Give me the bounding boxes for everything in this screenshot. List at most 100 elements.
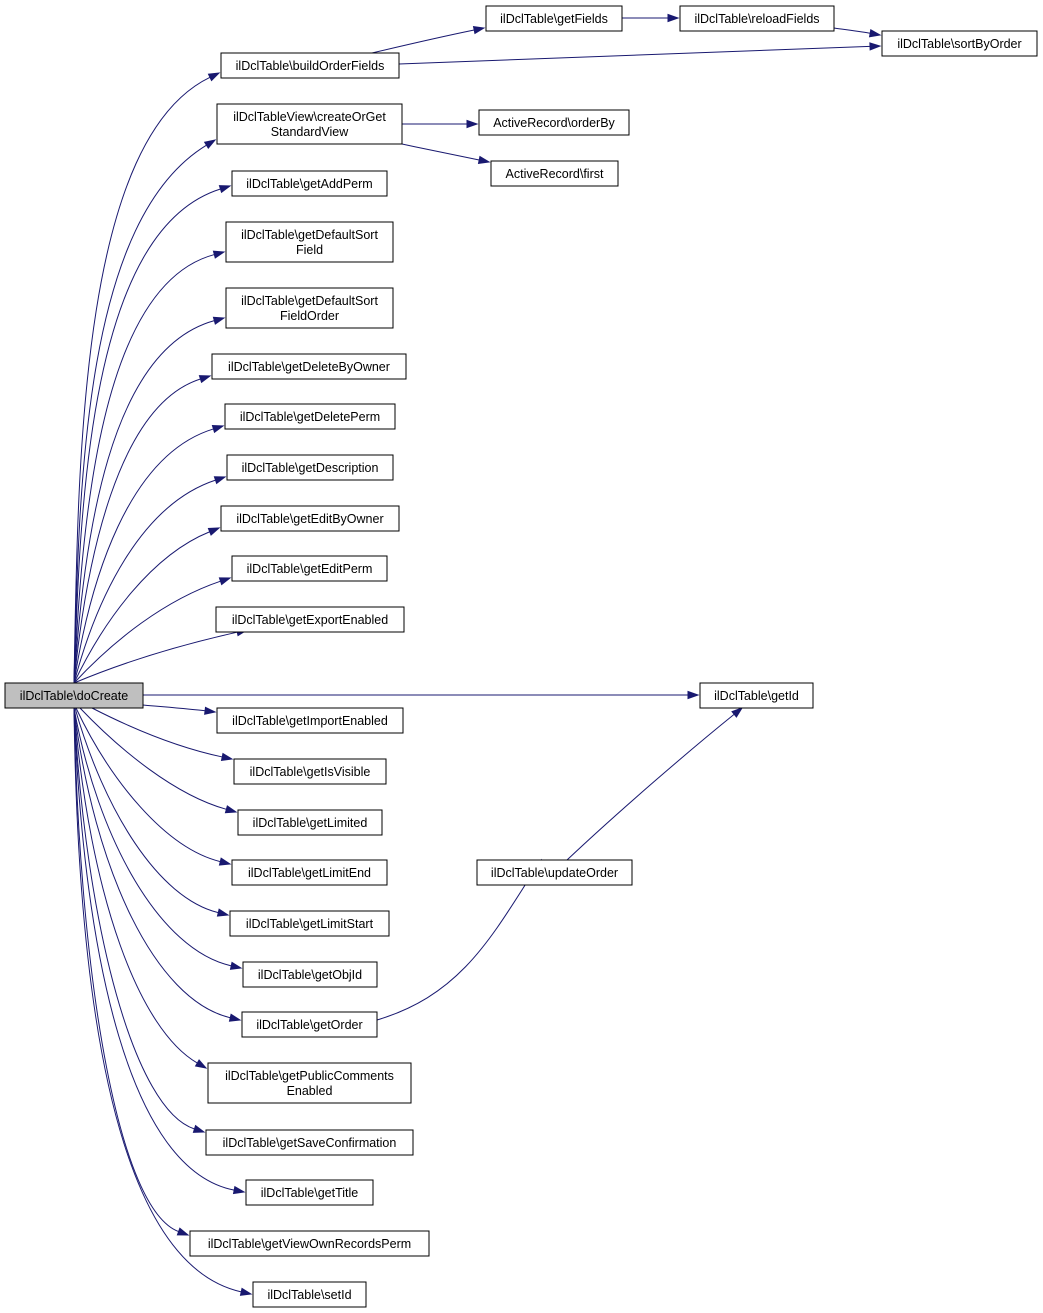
node-getExportEnabled[interactable]: ilDclTable\getExportEnabled bbox=[215, 606, 405, 633]
node-box bbox=[485, 5, 623, 32]
node-box bbox=[224, 403, 396, 430]
edge-doCreate-to-getOrder bbox=[73, 707, 242, 1022]
node-label: ilDclTable\getTitle bbox=[261, 1186, 359, 1200]
edge-line bbox=[73, 707, 195, 1130]
node-label: ilDclTable\setId bbox=[267, 1288, 351, 1302]
node-label: Enabled bbox=[287, 1084, 333, 1098]
node-box bbox=[490, 160, 619, 187]
node-getTitle[interactable]: ilDclTable\getTitle bbox=[245, 1179, 374, 1206]
node-box bbox=[216, 103, 403, 145]
edge-line bbox=[73, 580, 221, 684]
node-getDescription[interactable]: ilDclTable\getDescription bbox=[226, 454, 394, 481]
arrowhead bbox=[176, 1227, 190, 1236]
edge-line bbox=[73, 76, 211, 684]
node-getDeleteByOwner[interactable]: ilDclTable\getDeleteByOwner bbox=[211, 353, 407, 380]
node-label: ActiveRecord\first bbox=[506, 167, 604, 181]
node-first[interactable]: ActiveRecord\first bbox=[490, 160, 619, 187]
arrowhead bbox=[232, 1185, 246, 1195]
edge-doCreate-to-getDefaultSortFieldOrder bbox=[73, 316, 226, 684]
edge-line bbox=[401, 143, 480, 161]
node-orderBy[interactable]: ActiveRecord\orderBy bbox=[478, 109, 630, 136]
edge-line bbox=[73, 188, 221, 684]
edge-line bbox=[73, 428, 214, 684]
node-getLimitStart[interactable]: ilDclTable\getLimitStart bbox=[229, 910, 390, 937]
edge-doCreate-to-getSaveConfirmation bbox=[73, 707, 206, 1133]
nodes-layer: ilDclTable\doCreate ilDclTable\buildOrder… bbox=[4, 5, 1038, 1308]
node-getEditPerm[interactable]: ilDclTable\getEditPerm bbox=[231, 555, 388, 582]
edge-line bbox=[73, 531, 210, 684]
arrowhead bbox=[731, 707, 744, 718]
node-updateOrder[interactable]: ilDclTable\updateOrder bbox=[476, 859, 633, 886]
node-getId[interactable]: ilDclTable\getId bbox=[699, 682, 814, 709]
node-box bbox=[220, 505, 400, 532]
node-reloadFields[interactable]: ilDclTable\reloadFields bbox=[679, 5, 835, 32]
node-getFields[interactable]: ilDclTable\getFields bbox=[485, 5, 623, 32]
arrowhead bbox=[229, 961, 243, 970]
edge-line bbox=[73, 707, 198, 1064]
edge-line bbox=[73, 707, 232, 967]
node-label: ilDclTable\getLimitEnd bbox=[248, 866, 371, 880]
arrowhead bbox=[869, 42, 882, 51]
edge-doCreate-to-getIsVisible bbox=[91, 707, 234, 761]
arrowhead bbox=[218, 857, 232, 866]
edge-line bbox=[142, 704, 206, 712]
edge-reloadFields-to-sortByOrder bbox=[833, 27, 882, 38]
node-getSaveConfirmation[interactable]: ilDclTable\getSaveConfirmation bbox=[205, 1129, 414, 1156]
arrowhead bbox=[207, 72, 221, 82]
node-box bbox=[225, 221, 394, 263]
edge-createOrGetStandardView-to-first bbox=[401, 143, 491, 164]
node-doCreate[interactable]: ilDclTable\doCreate bbox=[4, 682, 144, 709]
edge-doCreate-to-getAddPerm bbox=[73, 185, 232, 684]
edge-doCreate-to-getDescription bbox=[73, 476, 227, 684]
edge-line bbox=[73, 707, 179, 1233]
node-label: ilDclTable\getPublicComments bbox=[225, 1069, 394, 1083]
node-box bbox=[225, 287, 394, 329]
node-box bbox=[220, 52, 400, 79]
node-getImportEnabled[interactable]: ilDclTable\getImportEnabled bbox=[216, 707, 404, 734]
edge-line bbox=[398, 45, 871, 65]
node-buildOrderFields[interactable]: ilDclTable\buildOrderFields bbox=[220, 52, 400, 79]
node-getAddPerm[interactable]: ilDclTable\getAddPerm bbox=[231, 170, 388, 197]
node-getViewOwnRecordsPerm[interactable]: ilDclTable\getViewOwnRecordsPerm bbox=[189, 1230, 430, 1257]
arrowhead bbox=[216, 908, 230, 917]
arrowhead bbox=[239, 1287, 253, 1296]
node-getObjId[interactable]: ilDclTable\getObjId bbox=[242, 961, 378, 988]
node-getLimited[interactable]: ilDclTable\getLimited bbox=[237, 809, 383, 836]
arrowhead bbox=[667, 13, 680, 23]
edge-line bbox=[73, 320, 215, 684]
node-getOrder[interactable]: ilDclTable\getOrder bbox=[241, 1011, 378, 1038]
node-setId[interactable]: ilDclTable\setId bbox=[252, 1281, 367, 1308]
node-label: ilDclTable\getFields bbox=[500, 12, 608, 26]
arrowhead bbox=[194, 1059, 208, 1069]
edge-doCreate-to-getLimitEnd bbox=[75, 707, 232, 866]
edge-line bbox=[376, 868, 537, 1021]
node-label: ilDclTable\getIsVisible bbox=[250, 765, 371, 779]
node-label: ilDclTable\getDeleteByOwner bbox=[228, 360, 390, 374]
node-box bbox=[226, 454, 394, 481]
arrowhead bbox=[228, 1013, 242, 1022]
edge-line bbox=[91, 707, 223, 758]
arrowhead bbox=[218, 577, 232, 586]
node-getIsVisible[interactable]: ilDclTable\getIsVisible bbox=[233, 758, 387, 785]
node-box bbox=[252, 1281, 367, 1308]
arrowhead bbox=[203, 139, 217, 150]
node-label: Field bbox=[296, 243, 323, 257]
node-sortByOrder[interactable]: ilDclTable\sortByOrder bbox=[881, 30, 1038, 57]
edge-line bbox=[75, 707, 221, 863]
edge-line bbox=[73, 378, 201, 684]
edge-doCreate-to-getPublicCommentsEnabled bbox=[73, 707, 208, 1069]
edge-doCreate-to-getLimited bbox=[79, 707, 238, 814]
node-label: ilDclTable\getAddPerm bbox=[246, 177, 372, 191]
node-getEditByOwner[interactable]: ilDclTable\getEditByOwner bbox=[220, 505, 400, 532]
node-getLimitEnd[interactable]: ilDclTable\getLimitEnd bbox=[231, 859, 388, 886]
node-getDeletePerm[interactable]: ilDclTable\getDeletePerm bbox=[224, 403, 396, 430]
node-label: ilDclTable\getSaveConfirmation bbox=[223, 1136, 397, 1150]
node-label: ilDclTable\getOrder bbox=[256, 1018, 362, 1032]
arrowhead bbox=[477, 155, 491, 164]
node-label: ilDclTable\getId bbox=[714, 689, 799, 703]
